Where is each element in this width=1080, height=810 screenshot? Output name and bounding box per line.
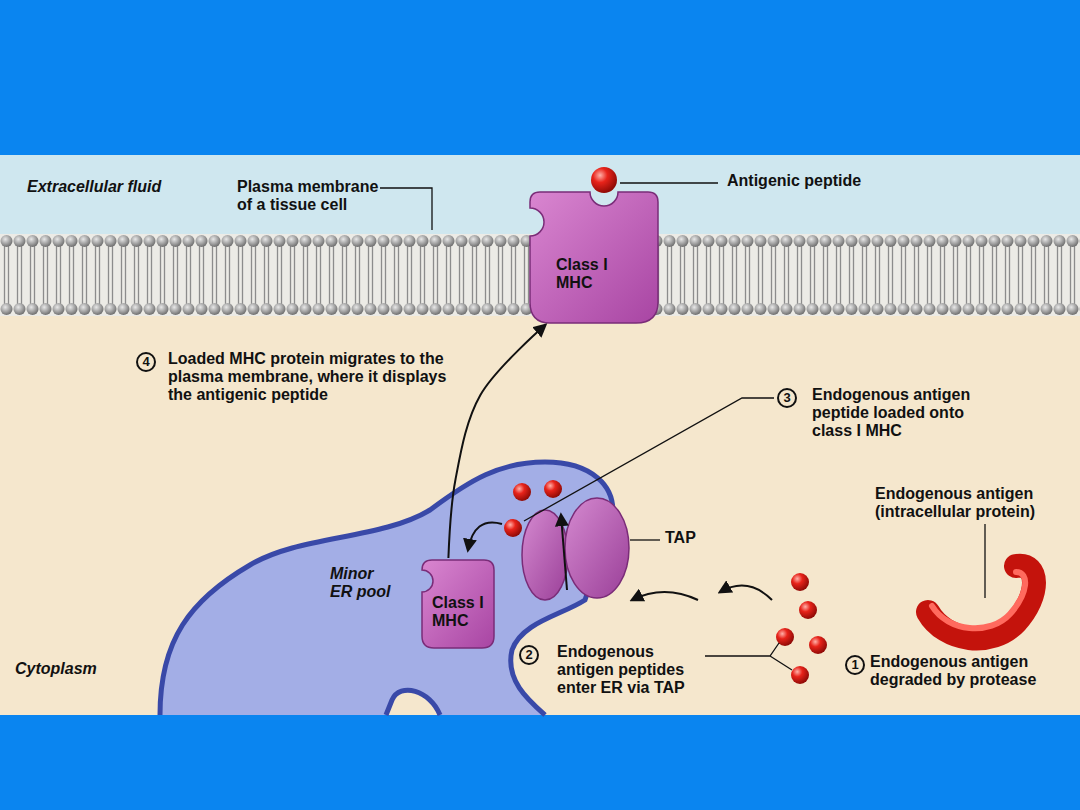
part-label: Endogenous antigen (intracellular protei… [875, 485, 1080, 521]
endoplasmic-reticulum: Minor ER poolClass I MHC [150, 455, 620, 715]
transport-arrows [632, 586, 772, 600]
part-label: TAP [665, 529, 715, 547]
node-text: Minor ER pool [330, 565, 400, 600]
callout-number: 2 [519, 645, 539, 665]
top-band [0, 0, 1080, 155]
mhc-protein: Class I MHC [520, 190, 660, 325]
part-label: Plasma membrane of a tissue cell [237, 178, 387, 214]
node-text: Class I MHC [556, 256, 620, 291]
peptide [591, 167, 617, 193]
step-text: Endogenous antigen peptides enter ER via… [557, 643, 707, 697]
antigen-protein [928, 566, 1034, 639]
loading-arrow [468, 522, 502, 550]
mhc-shape [422, 560, 494, 648]
node-text: Class I MHC [432, 594, 492, 629]
part-label: Antigenic peptide [727, 172, 907, 190]
step-text: Endogenous antigen degraded by protease [870, 653, 1080, 689]
callout-number: 4 [136, 352, 156, 372]
step-text: Loaded MHC protein migrates to the plasm… [168, 350, 458, 404]
bottom-band [0, 715, 1080, 810]
callout-number: 1 [845, 655, 865, 675]
step-text: Endogenous antigen peptide loaded onto c… [812, 386, 997, 440]
er-lumen [160, 462, 613, 715]
leader-line [524, 398, 774, 521]
peptide-cluster [776, 573, 827, 684]
er-peptides [504, 480, 562, 537]
leader-line [630, 539, 660, 540]
mhc-protein: Class I MHC [418, 558, 498, 650]
mhc-shape [530, 192, 658, 323]
tap-transporter [522, 498, 629, 600]
region-label: Cytoplasm [15, 660, 135, 678]
callout-number: 3 [777, 388, 797, 408]
region-label: Extracellular fluid [27, 178, 227, 196]
er-membrane [160, 462, 613, 715]
